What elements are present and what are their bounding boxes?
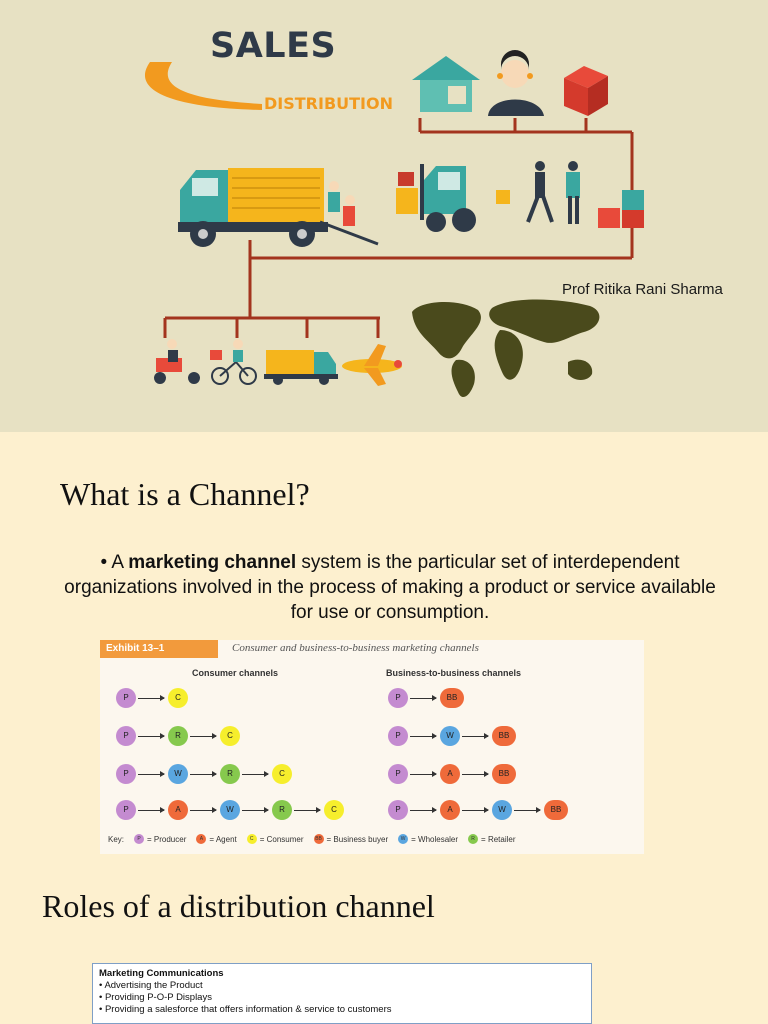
consumer-channel-arrow (138, 733, 165, 739)
box-item: • Providing P-O-P Displays (99, 992, 212, 1003)
b2b-channel-arrow (410, 695, 437, 701)
b2b-channel-arrow (514, 807, 541, 813)
b2b-channel-arrow (462, 771, 489, 777)
consumer-channel-node: R (168, 726, 188, 746)
b2b-channel-node: P (388, 800, 408, 820)
orange-swoosh-icon (144, 62, 262, 110)
b2b-channel-arrow (462, 807, 489, 813)
key-entry-label: = Retailer (481, 834, 516, 844)
author-name: Prof Ritika Rani Sharma (562, 281, 723, 298)
b2b-channel-node: BB (492, 726, 516, 746)
consumer-channel-arrow (138, 695, 165, 701)
scooter-icon (154, 339, 200, 384)
bullet-bold-term: marketing channel (128, 552, 297, 573)
channel-definition: • A marketing channel system is the part… (60, 550, 720, 625)
key-dot: A (196, 834, 207, 844)
exhibit-figure: Exhibit 13–1 Consumer and business-to-bu… (100, 640, 644, 854)
consumer-channel-arrow (190, 807, 217, 813)
consumer-channel-node: C (168, 688, 188, 708)
box-title: Marketing Communications (99, 968, 224, 979)
key-entry-label: = Business buyer (326, 834, 389, 844)
b2b-channel-arrow (410, 807, 437, 813)
content-slide: What is a Channel? • A marketing channel… (0, 432, 768, 1024)
key-entry-label: = Consumer (259, 834, 304, 844)
b2b-channel-node: P (388, 688, 408, 708)
cover-subtitle: DISTRIBUTION (264, 94, 393, 113)
bullet-rest: system is the particular set of interdep… (64, 552, 716, 623)
distribution-illustration (144, 50, 644, 398)
consumer-channel-node: C (220, 726, 240, 746)
b2b-channel-node: P (388, 726, 408, 746)
consumer-channel-arrow (242, 771, 269, 777)
consumer-channel-node: W (220, 800, 240, 820)
key-dot: BB (313, 834, 324, 844)
consumer-channel-node: P (116, 688, 136, 708)
key-entry-label: = Wholesaler (411, 834, 459, 844)
airplane-icon (342, 344, 402, 386)
consumer-channel-node: C (324, 800, 344, 820)
key-label: Key: (108, 834, 125, 844)
b2b-channel-arrow (410, 771, 437, 777)
box-item: • Advertising the Product (99, 980, 203, 991)
key-dot: W (398, 834, 409, 844)
b2b-channel-arrow (410, 733, 437, 739)
consumer-channel-arrow (138, 771, 165, 777)
stacked-boxes-icon (598, 190, 644, 228)
exhibit-tag: Exhibit 13–1 (100, 640, 218, 658)
consumer-channel-node: W (168, 764, 188, 784)
consumer-channel-arrow (294, 807, 321, 813)
consumer-channel-node: P (116, 726, 136, 746)
b2b-channel-node: BB (544, 800, 568, 820)
exhibit-key: Key: P= Producer A= Agent C= Consumer BB= B… (108, 834, 516, 844)
bicycle-icon (210, 339, 257, 385)
world-map-icon (412, 299, 600, 398)
b2b-channel-node: P (388, 764, 408, 784)
b2b-channel-node: BB (492, 764, 516, 784)
consumer-channel-node: P (116, 800, 136, 820)
key-dot: R (468, 834, 479, 844)
key-entry-label: = Agent (209, 834, 237, 844)
key-dot: P (134, 834, 145, 844)
marketing-communications-box: Marketing Communications • Advertising t… (92, 963, 592, 1024)
channel-heading: What is a Channel? (60, 476, 310, 512)
consumer-channel-node: A (168, 800, 188, 820)
b2b-channel-node: A (440, 800, 460, 820)
b2b-channel-node: A (440, 764, 460, 784)
b2b-channels-heading: Business-to-business channels (386, 668, 522, 678)
consumer-channel-arrow (138, 807, 165, 813)
consumer-channel-node: C (272, 764, 292, 784)
consumer-channel-node: P (116, 764, 136, 784)
b2b-channel-node: W (492, 800, 512, 820)
consumer-channel-arrow (190, 771, 217, 777)
key-dot: C (246, 834, 257, 844)
b2b-channel-node: W (440, 726, 460, 746)
b2b-channel-arrow (462, 733, 489, 739)
exhibit-title: Consumer and business-to-business market… (232, 642, 479, 654)
bullet-prefix: • A (100, 552, 129, 573)
package-box-icon (564, 66, 608, 116)
b2b-channel-node: BB (440, 688, 464, 708)
cover-title: SALES (210, 26, 337, 66)
consumer-channel-node: R (272, 800, 292, 820)
cover-slide: SALES DISTRIBUTION Prof Ritika Rani Shar… (0, 0, 768, 432)
forklift-icon (396, 164, 476, 232)
key-entry-label: = Producer (147, 834, 187, 844)
van-icon (264, 350, 338, 385)
consumer-channels-heading: Consumer channels (192, 668, 279, 678)
support-agent-icon (488, 50, 544, 116)
roles-heading: Roles of a distribution channel (42, 888, 435, 924)
consumer-channel-arrow (190, 733, 217, 739)
box-item: • Providing a salesforce that offers inf… (99, 1004, 392, 1015)
consumer-channel-node: R (220, 764, 240, 784)
warehouse-icon (412, 56, 480, 112)
consumer-channel-arrow (242, 807, 269, 813)
workers-icon (496, 161, 580, 224)
delivery-truck-icon (178, 168, 379, 247)
